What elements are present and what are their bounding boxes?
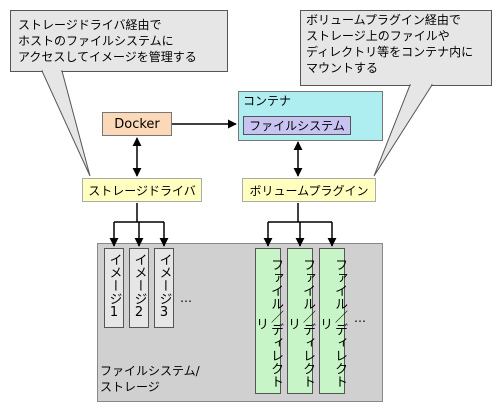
docker-label: Docker <box>114 116 160 132</box>
container-filesystem: ファイルシステム <box>243 116 351 135</box>
files-more: … <box>354 311 366 325</box>
storage-driver-box: ストレージドライバ <box>82 178 202 202</box>
image-box-2: イメージ2 <box>129 248 149 328</box>
storage-driver-label: ストレージドライバ <box>88 183 196 198</box>
container-title: コンテナ <box>243 94 292 108</box>
image-box-3: イメージ3 <box>154 248 174 328</box>
callout-right-text: ボリュームプラグイン経由で ストレージ上のファイルや ディレクトリ等をコンテナ内… <box>306 13 474 75</box>
file-box-1: ファイル／ディレクトリ <box>253 248 283 394</box>
file-box-3: ファイル／ディレクトリ <box>317 248 347 394</box>
file-label-2: ファイル／ディレクトリ <box>285 258 315 388</box>
file-label-1: ファイル／ディレクトリ <box>253 258 283 388</box>
container-filesystem-label: ファイルシステム <box>249 119 345 133</box>
volume-plugin-box: ボリュームプラグイン <box>242 178 376 202</box>
callout-left-tail <box>41 70 91 177</box>
volume-plugin-label: ボリュームプラグイン <box>249 183 369 198</box>
image-label-3: イメージ3 <box>156 253 172 320</box>
image-label-2: イメージ2 <box>131 253 147 320</box>
file-box-2: ファイル／ディレクトリ <box>285 248 315 394</box>
image-box-1: イメージ1 <box>104 248 124 328</box>
docker-box: Docker <box>102 112 172 136</box>
callout-left-text: ストレージドライバ経由で ホストのファイルシステムに アクセスしてイメージを管理… <box>18 18 197 64</box>
file-label-3: ファイル／ディレクトリ <box>317 258 347 388</box>
storage-area-label: ファイルシステム/ ストレージ <box>100 364 200 394</box>
callout-left <box>10 10 228 72</box>
image-label-1: イメージ1 <box>106 253 122 320</box>
images-more: … <box>180 291 192 305</box>
